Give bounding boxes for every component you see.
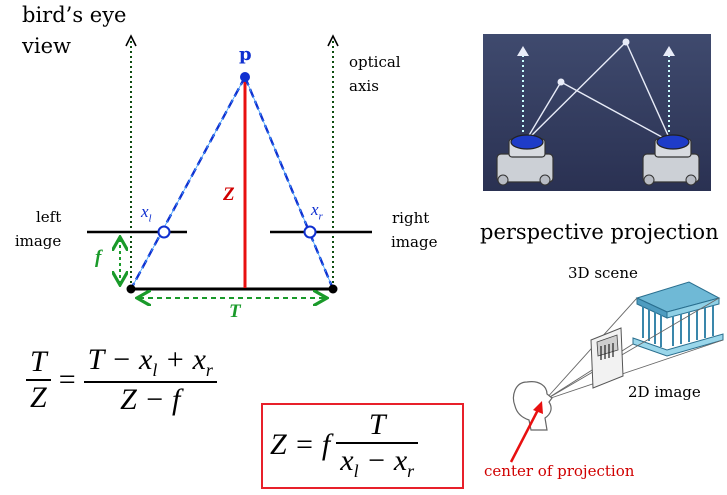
formula-2-fraction: T xl − xr [336,408,419,482]
point-p-label: p [239,44,252,65]
xl-label: xl [141,202,152,225]
xl-marker [157,225,171,239]
left-image-label: left image [14,208,62,250]
left-camera-icon [496,134,554,186]
xr-label: xr [311,200,323,223]
point-p-marker [240,72,250,82]
image-2d-label: 2D image [628,383,701,401]
birds-eye-title: bird’s eye view [22,3,127,58]
image-plane-icon [590,327,624,389]
viewer-head-icon [512,381,553,431]
left-camera-center [126,284,136,294]
formula-1-lhs: T Z [26,345,51,415]
formula-1-rhs: T − xl + xr Z − f [83,343,217,417]
t-label: T [229,301,241,322]
center-arrow-head-icon [533,401,543,414]
left-optical-axis-arrow-icon [125,34,137,47]
right-camera-icon [642,134,700,186]
perspective-projection-title: perspective projection [480,220,719,244]
optical-axis-label: optical axis [349,53,401,95]
f-label: f [95,247,102,268]
right-camera-center [328,284,338,294]
scene-label: 3D scene [568,264,638,282]
right-optical-axis-arrow-icon [327,34,339,47]
perspective-projection-illustration [509,281,724,463]
formula-2: Z = f T xl − xr [270,408,419,482]
stereo-3d-render [483,34,711,191]
center-of-projection-arrow [509,403,543,463]
formula-2-box [261,403,464,489]
temple-icon [632,281,724,357]
right-image-label: right image [391,209,438,251]
center-of-projection-label: center of projection [484,462,635,480]
z-label: Z [223,184,235,205]
xr-marker [303,225,317,239]
formula-1: T Z = T − xl + xr Z − f [26,343,217,417]
